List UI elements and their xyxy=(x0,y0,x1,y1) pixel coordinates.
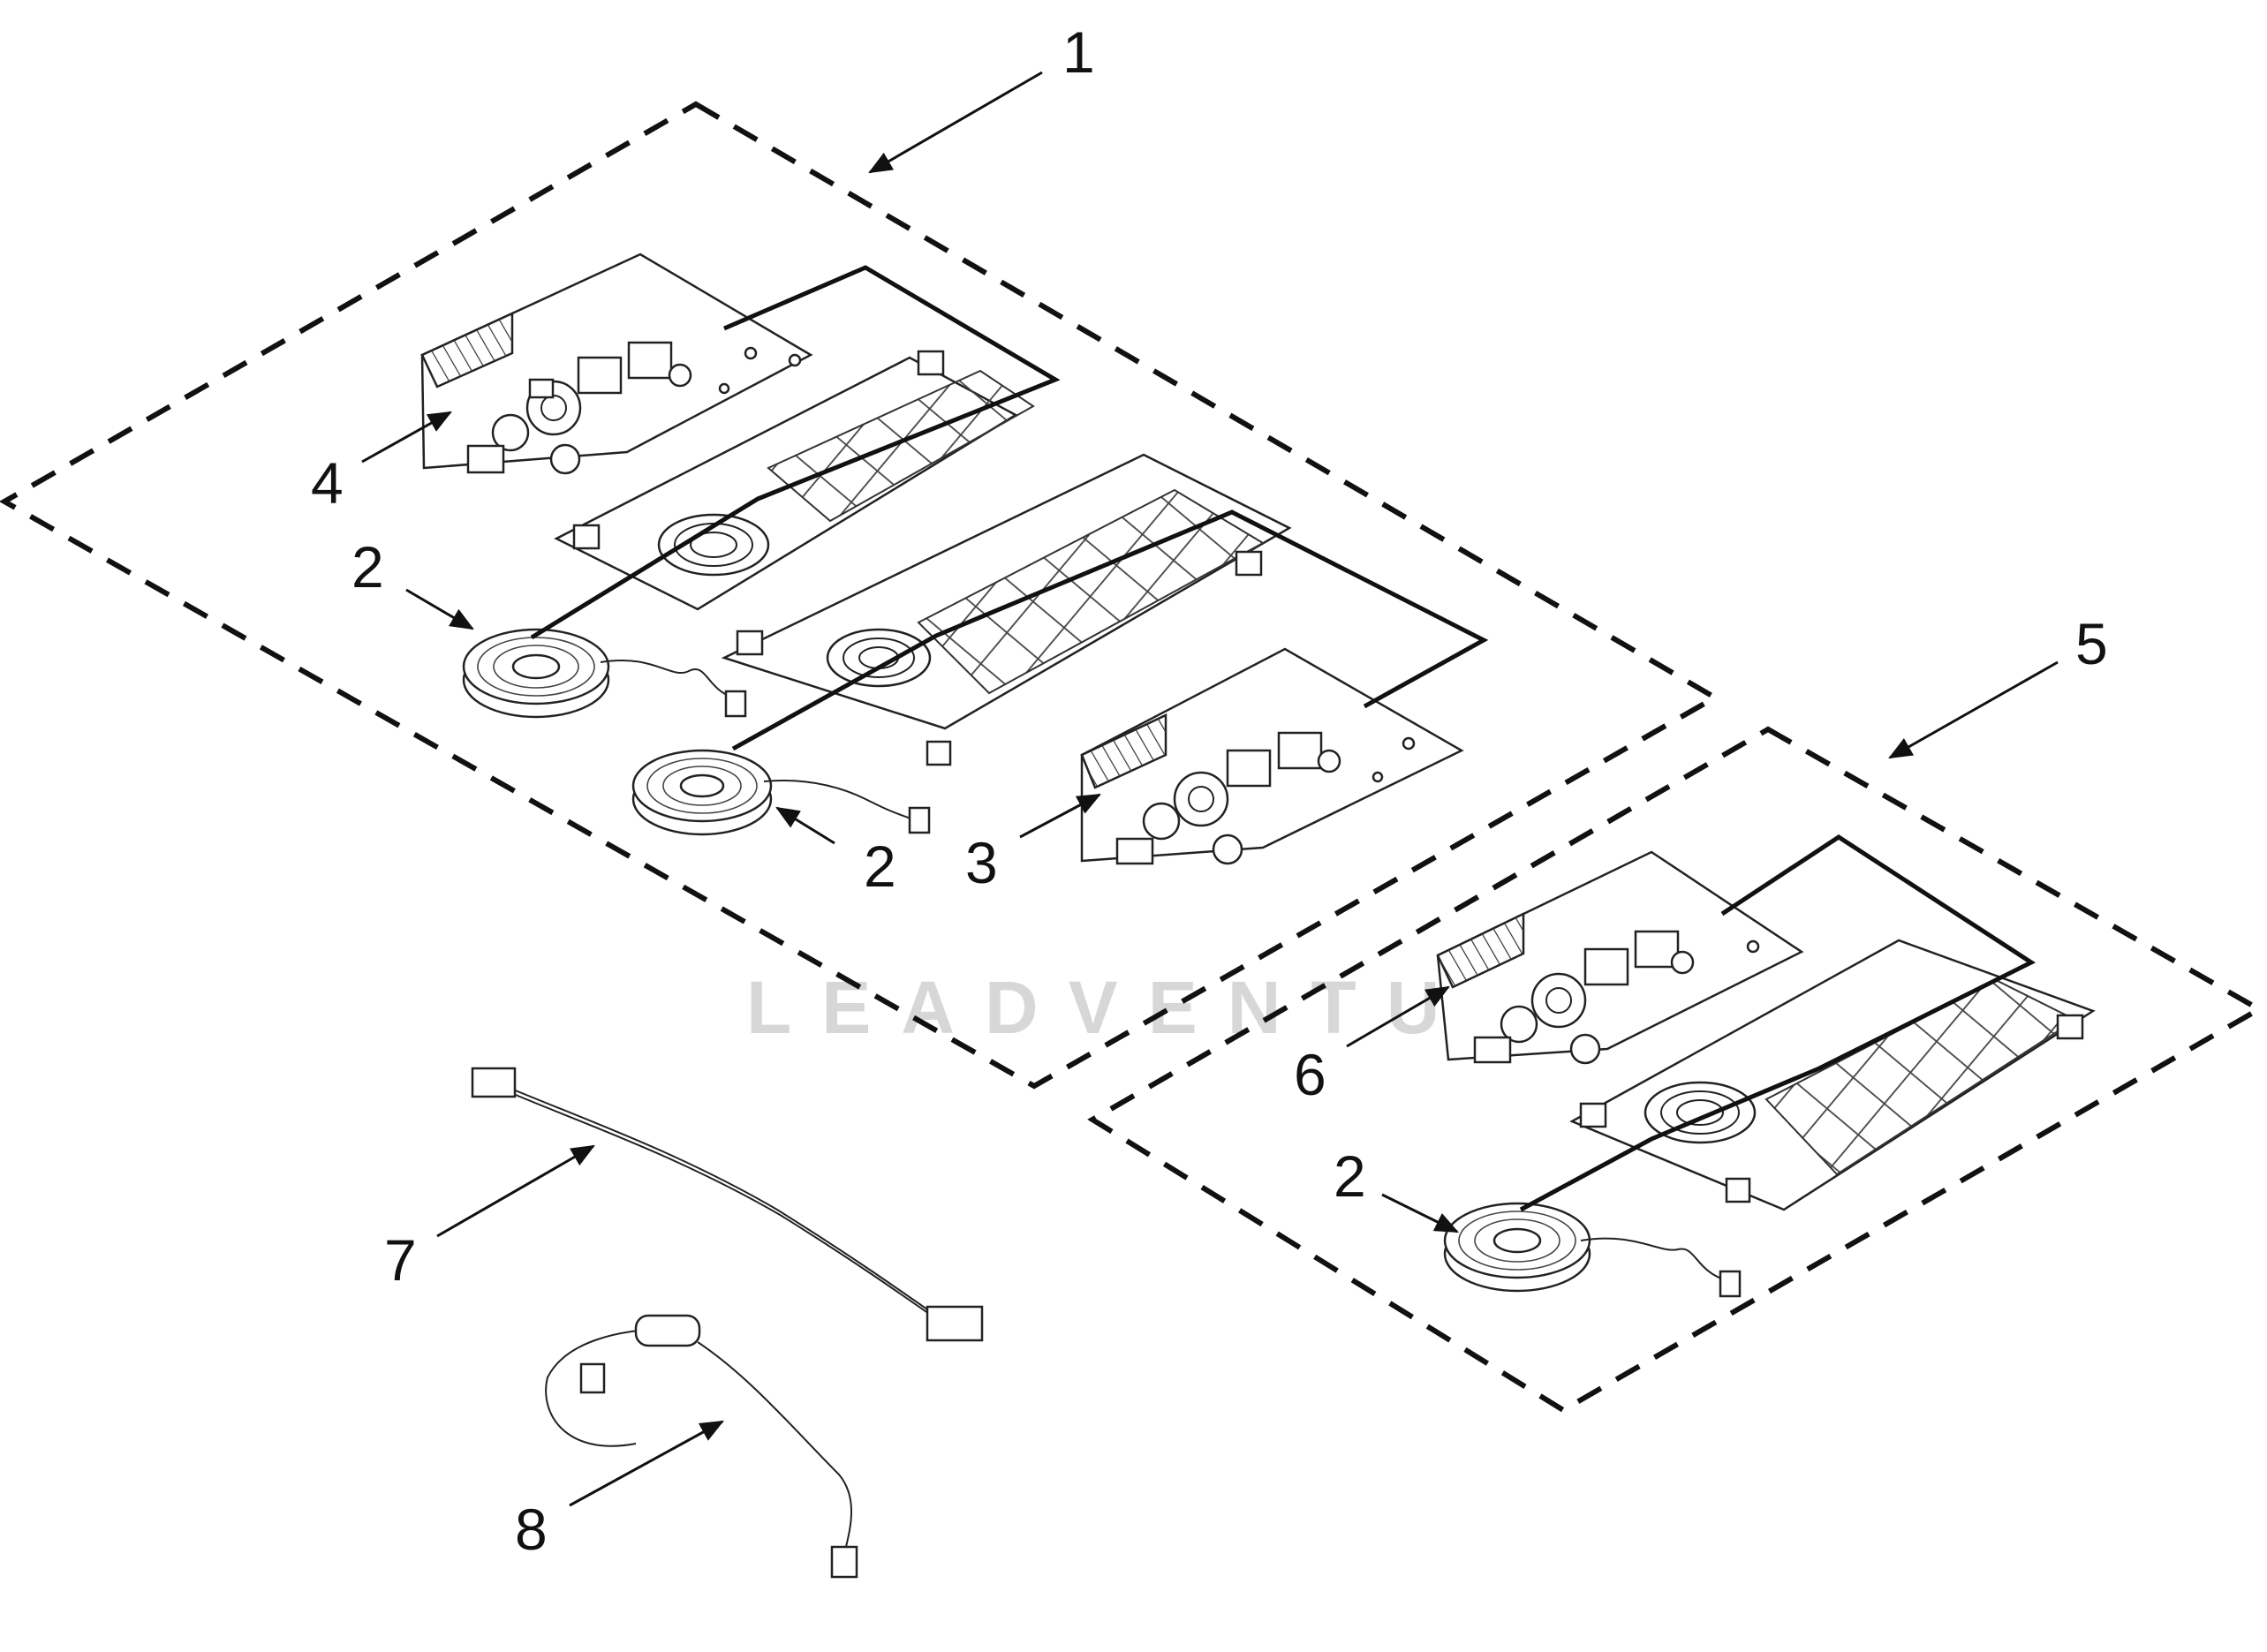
power-board-6 xyxy=(1436,850,1804,1065)
coil-tray-upper xyxy=(554,350,1035,611)
callout-5: 5 xyxy=(2075,611,2108,676)
callout-1: 1 xyxy=(1062,19,1095,85)
power-board-4 xyxy=(420,253,813,475)
kit-1-wire-upper xyxy=(530,265,1061,640)
callout-2a: 2 xyxy=(351,534,384,600)
callout-2b: 2 xyxy=(864,834,896,899)
leader-arrows xyxy=(361,71,2059,1507)
kit-5-wire xyxy=(1519,834,2037,1212)
kit-1-wire-lower xyxy=(731,509,1489,751)
power-board-3 xyxy=(1080,647,1464,865)
callout-6: 6 xyxy=(1294,1042,1326,1107)
induction-coil-2c xyxy=(1443,1202,1742,1298)
callout-2c: 2 xyxy=(1334,1143,1366,1209)
coil-tray-lower xyxy=(721,453,1292,766)
wire-harness-8 xyxy=(545,1314,858,1579)
induction-coil-2b xyxy=(631,749,931,836)
callout-4: 4 xyxy=(311,450,344,516)
kit-boundary-1 xyxy=(0,101,1721,1090)
callout-8: 8 xyxy=(515,1497,548,1562)
callout-7: 7 xyxy=(384,1227,417,1293)
induction-coil-2a xyxy=(462,628,747,719)
coil-tray-kit-5 xyxy=(1569,939,2096,1211)
module-kit-5 xyxy=(1436,834,2096,1298)
module-kit-1 xyxy=(420,253,1489,865)
callout-3: 3 xyxy=(965,830,998,895)
kit-boundary-5 xyxy=(1087,726,2265,1414)
wire-harness-7 xyxy=(471,1067,984,1342)
